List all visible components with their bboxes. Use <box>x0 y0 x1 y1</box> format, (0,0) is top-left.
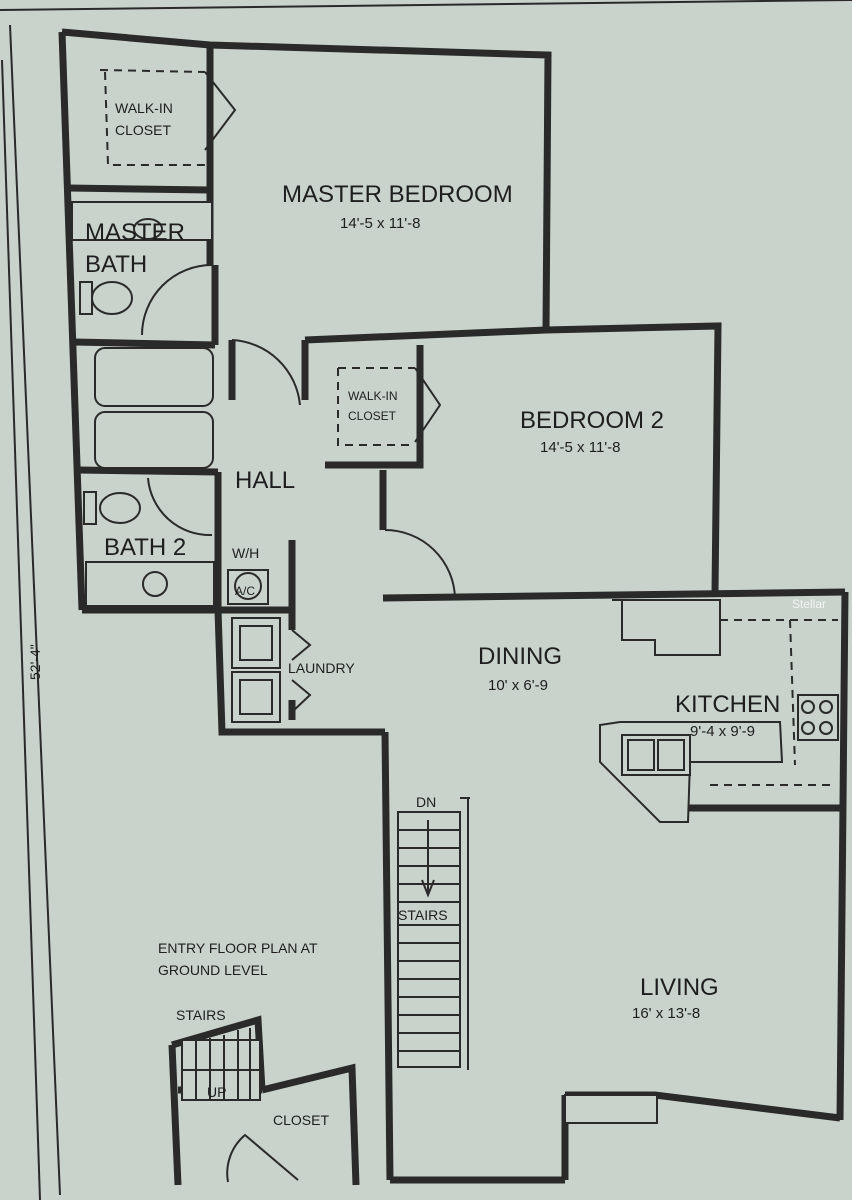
watermark: Stellar <box>792 597 826 611</box>
living-dims: 16' x 13'-8 <box>632 1005 700 1022</box>
dining-dims: 10' x 6'-9 <box>488 677 548 694</box>
entry-plan-label-1: ENTRY FLOOR PLAN AT <box>158 940 318 956</box>
master-closet-label-2: CLOSET <box>115 122 171 138</box>
master-bath-label-1: MASTER <box>85 219 185 246</box>
dimension-left-label: 52'-4" <box>27 644 43 680</box>
master-closet-label-1: WALK-IN <box>115 100 173 116</box>
kitchen-label: KITCHEN <box>675 691 780 718</box>
room-labels: WALK-IN CLOSET MASTER BEDROOM 14'-5 x 11… <box>85 100 826 1128</box>
hall-label: HALL <box>235 467 295 494</box>
master-bedroom-dims: 14'-5 x 11'-8 <box>340 215 421 232</box>
bath2-label: BATH 2 <box>104 534 186 561</box>
ac-label: A/C <box>235 584 255 598</box>
fixtures <box>71 69 839 1124</box>
master-bath-label-2: BATH <box>85 251 147 278</box>
entry-stairs <box>181 1028 261 1101</box>
living-label: LIVING <box>640 974 719 1001</box>
stairs-main-label: STAIRS <box>398 907 448 923</box>
bedroom2-dims: 14'-5 x 11'-8 <box>540 439 621 456</box>
bedroom2-closet-label-2: CLOSET <box>348 409 397 423</box>
entry-closet-label: CLOSET <box>273 1112 329 1128</box>
wh-label: W/H <box>232 545 259 561</box>
entry-plan-label-2: GROUND LEVEL <box>158 962 268 978</box>
stairs-dn-label: DN <box>416 794 436 810</box>
laundry-label: LAUNDRY <box>288 660 355 676</box>
master-bedroom-label: MASTER BEDROOM <box>282 181 513 208</box>
bedroom2-label: BEDROOM 2 <box>520 407 664 434</box>
dining-label: DINING <box>478 643 562 670</box>
entry-stairs-label: STAIRS <box>176 1007 226 1023</box>
main-stairs <box>397 797 470 1070</box>
doors <box>141 264 456 1183</box>
entry-stairs-up-label: UP <box>207 1084 226 1100</box>
bedroom2-closet-label-1: WALK-IN <box>348 389 398 403</box>
kitchen-dims: 9'-4 x 9'-9 <box>690 723 755 740</box>
